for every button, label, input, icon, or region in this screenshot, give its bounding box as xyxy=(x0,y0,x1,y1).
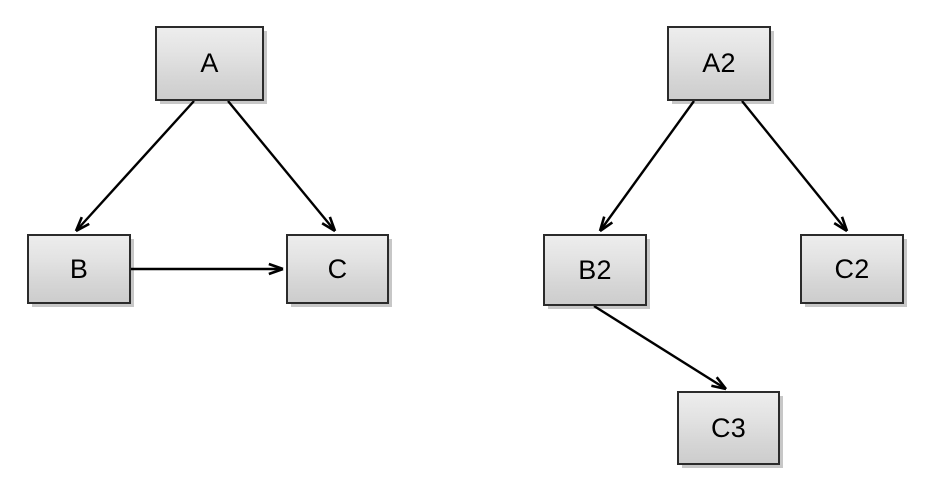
arrowhead-stroke xyxy=(268,267,284,276)
edge-line xyxy=(741,100,848,232)
edge-line xyxy=(227,100,336,232)
node-c3[interactable]: C3 xyxy=(677,391,780,465)
node-label: C2 xyxy=(834,253,870,284)
arrowhead-stroke xyxy=(328,216,337,232)
node-label: A xyxy=(200,48,219,78)
arrowhead-stroke xyxy=(833,222,848,233)
arrowhead-stroke xyxy=(74,216,83,232)
arrowhead-stroke xyxy=(840,216,849,232)
node-label: B xyxy=(69,253,89,284)
node-c[interactable]: C xyxy=(286,234,389,304)
node-b[interactable]: B xyxy=(27,234,131,304)
edge-b2-to-c3 xyxy=(593,304,728,391)
edge-a-to-b xyxy=(74,100,195,233)
arrowhead-stroke xyxy=(321,222,336,233)
node-a2[interactable]: A2 xyxy=(667,26,771,101)
edge-a-to-c xyxy=(227,100,337,233)
edge-a2-to-c2 xyxy=(741,100,849,233)
node-label: A2 xyxy=(702,48,736,78)
arrowhead-stroke xyxy=(715,376,728,390)
edge-line xyxy=(593,304,727,391)
edge-line xyxy=(599,100,695,232)
node-label: B2 xyxy=(578,254,612,285)
node-b2[interactable]: B2 xyxy=(543,234,647,306)
arrowhead-stroke xyxy=(598,216,606,232)
edge-b-to-c xyxy=(131,262,284,276)
arrowhead-stroke xyxy=(268,262,284,271)
node-label: C3 xyxy=(711,412,746,443)
edge-line xyxy=(75,100,195,232)
arrowhead-stroke xyxy=(75,222,90,233)
arrowhead-stroke xyxy=(711,384,727,391)
node-label: C xyxy=(327,253,348,284)
arrowhead-stroke xyxy=(599,221,614,233)
edge-a2-to-b2 xyxy=(598,100,695,233)
node-a[interactable]: A xyxy=(155,26,264,101)
node-c2[interactable]: C2 xyxy=(800,234,904,304)
